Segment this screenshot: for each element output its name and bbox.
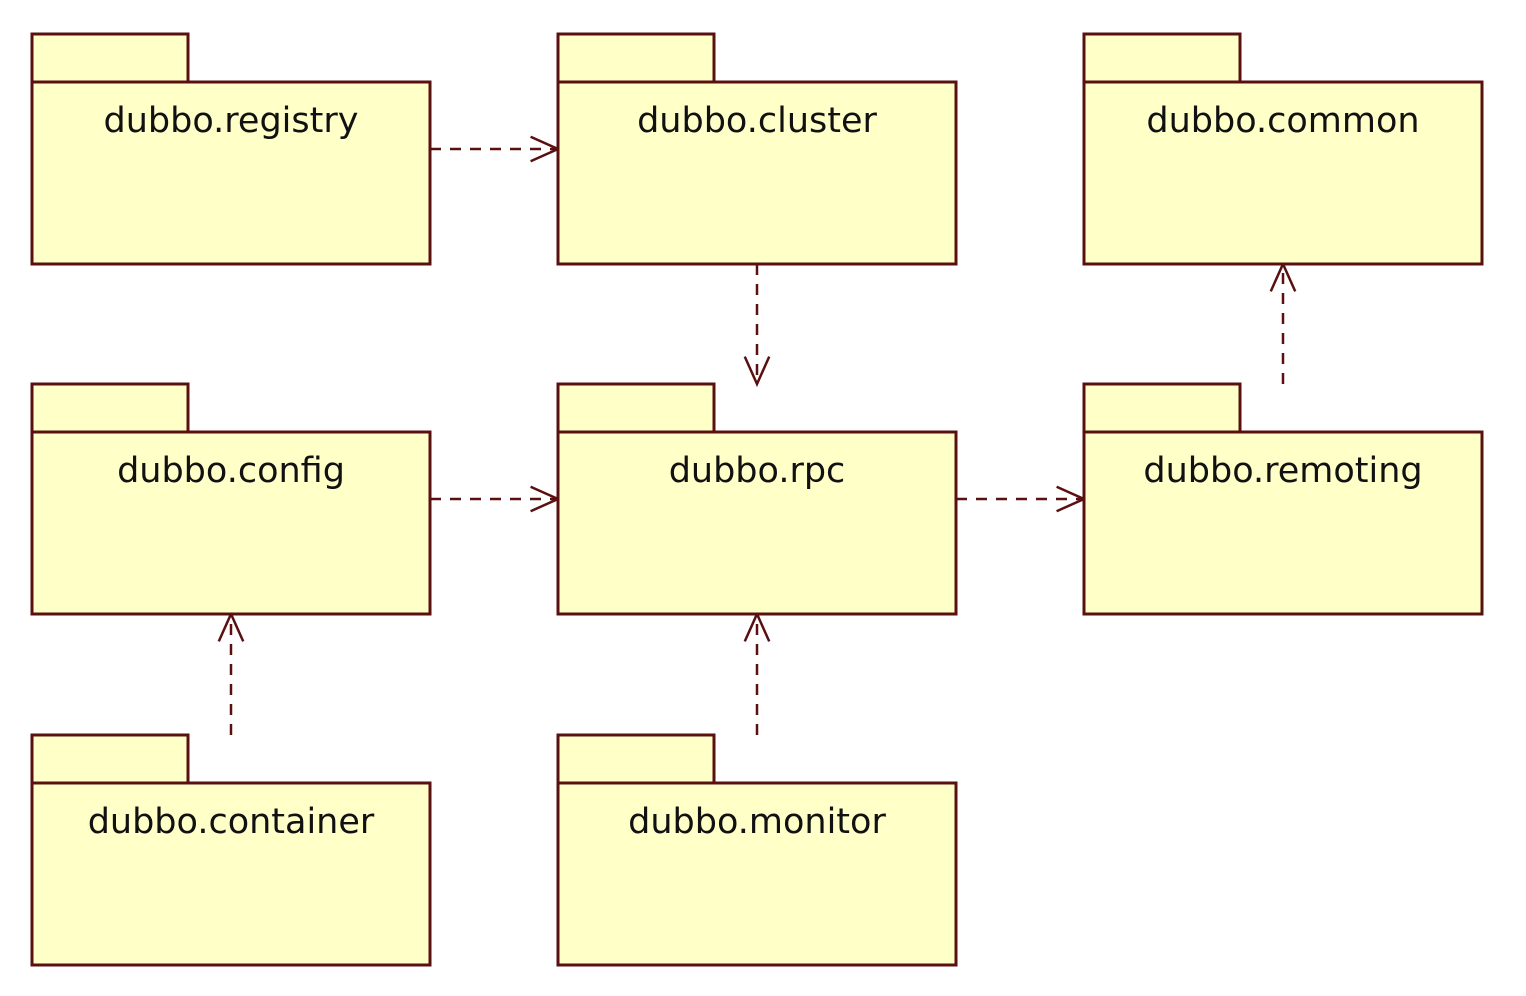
package-config[interactable]: dubbo.config [30,382,432,616]
package-tab [1082,382,1242,434]
dependency-remoting-to-common [1269,260,1297,384]
package-body [556,781,958,967]
package-tab [30,32,190,84]
dependency-config-to-rpc [430,485,562,513]
package-common[interactable]: dubbo.common [1082,32,1484,266]
package-label: dubbo.container [88,802,375,842]
package-label: dubbo.config [117,451,345,491]
dependency-arrowhead [743,356,771,388]
package-tab [30,733,190,785]
package-label: dubbo.rpc [669,451,846,491]
package-label: dubbo.registry [104,101,359,141]
package-body [30,430,432,616]
package-tab [556,382,716,434]
dependency-monitor-to-rpc [743,610,771,735]
package-monitor[interactable]: dubbo.monitor [556,733,958,967]
package-remoting[interactable]: dubbo.remoting [1082,382,1484,616]
package-body [556,430,958,616]
package-label: dubbo.common [1146,101,1419,141]
package-cluster[interactable]: dubbo.cluster [556,32,958,266]
package-body [30,80,432,266]
package-tab [556,733,716,785]
package-tab [1082,32,1242,84]
dependency-registry-to-cluster [430,135,562,163]
package-tab [556,32,716,84]
package-body [556,80,958,266]
package-label: dubbo.cluster [637,101,877,141]
package-tab [30,382,190,434]
package-label: dubbo.monitor [628,802,886,842]
dependency-container-to-config [217,610,245,735]
package-label: dubbo.remoting [1143,451,1422,491]
package-body [1082,430,1484,616]
package-body [1082,80,1484,266]
package-registry[interactable]: dubbo.registry [30,32,432,266]
packages-layer: dubbo.registry dubbo.cluster dubbo.common d… [30,32,1484,967]
dependency-rpc-to-remoting [956,485,1088,513]
package-container[interactable]: dubbo.container [30,733,432,967]
package-body [30,781,432,967]
package-rpc[interactable]: dubbo.rpc [556,382,958,616]
dependency-cluster-to-rpc [743,264,771,388]
